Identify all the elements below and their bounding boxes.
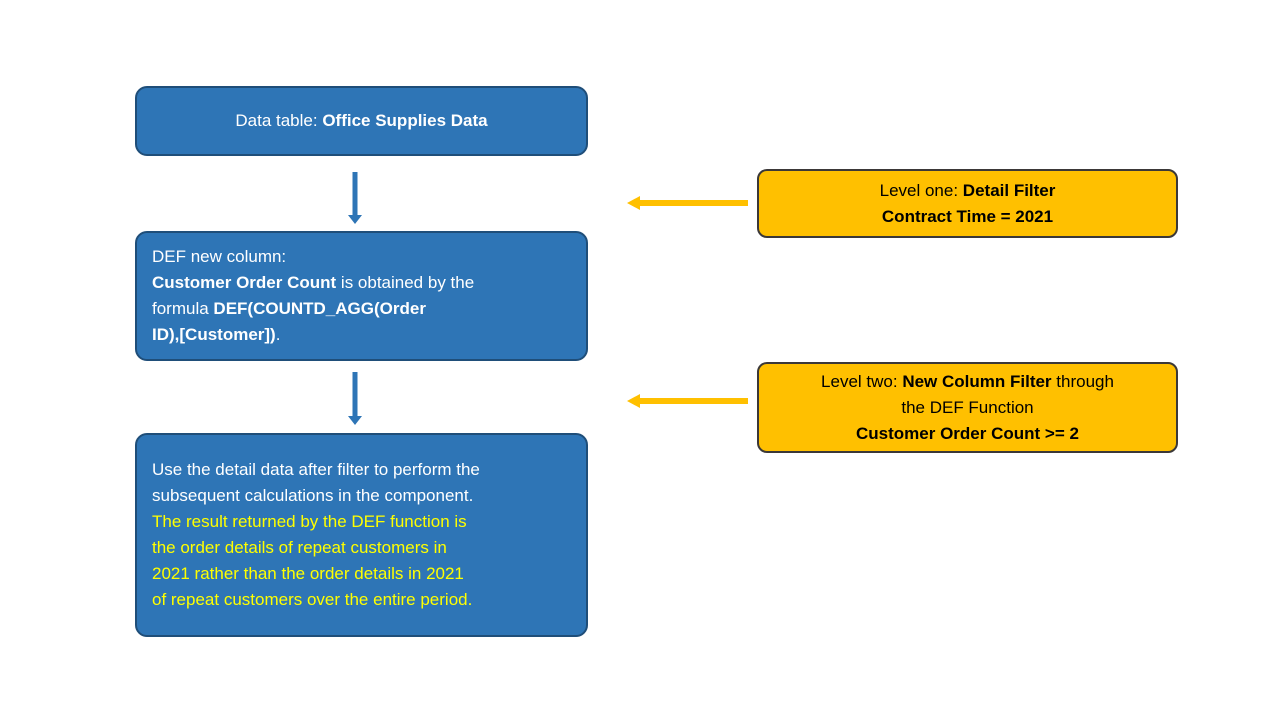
flow-box-def-new-column: DEF new column: Customer Order Count is … <box>135 231 588 361</box>
flow-box-result-note-text: Use the detail data after filter to perf… <box>152 460 480 609</box>
arrow-head-left-icon <box>627 394 640 408</box>
arrow-stem <box>639 200 748 206</box>
flow-box-result-note: Use the detail data after filter to perf… <box>135 433 588 637</box>
flow-down-arrow-2-icon <box>348 372 362 425</box>
arrow-head-left-icon <box>627 196 640 210</box>
callout-level-two-filter-text: Level two: New Column Filter through the… <box>821 371 1114 443</box>
arrow-head-down-icon <box>348 215 362 224</box>
flow-down-arrow-1-icon <box>348 172 362 224</box>
callout-left-arrow-2-icon <box>627 394 748 408</box>
callout-level-two-filter: Level two: New Column Filter through the… <box>757 362 1178 453</box>
flow-box-data-table: Data table: Office Supplies Data <box>135 86 588 156</box>
arrow-stem <box>352 372 358 416</box>
arrow-head-down-icon <box>348 416 362 425</box>
arrow-stem <box>639 398 748 404</box>
arrow-stem <box>352 172 358 215</box>
flow-box-data-table-text: Data table: Office Supplies Data <box>235 111 488 130</box>
callout-level-one-filter: Level one: Detail Filter Contract Time =… <box>757 169 1178 238</box>
callout-left-arrow-1-icon <box>627 196 748 210</box>
flow-box-def-new-column-text: DEF new column: Customer Order Count is … <box>152 247 475 344</box>
callout-level-one-filter-text: Level one: Detail Filter Contract Time =… <box>879 180 1056 226</box>
